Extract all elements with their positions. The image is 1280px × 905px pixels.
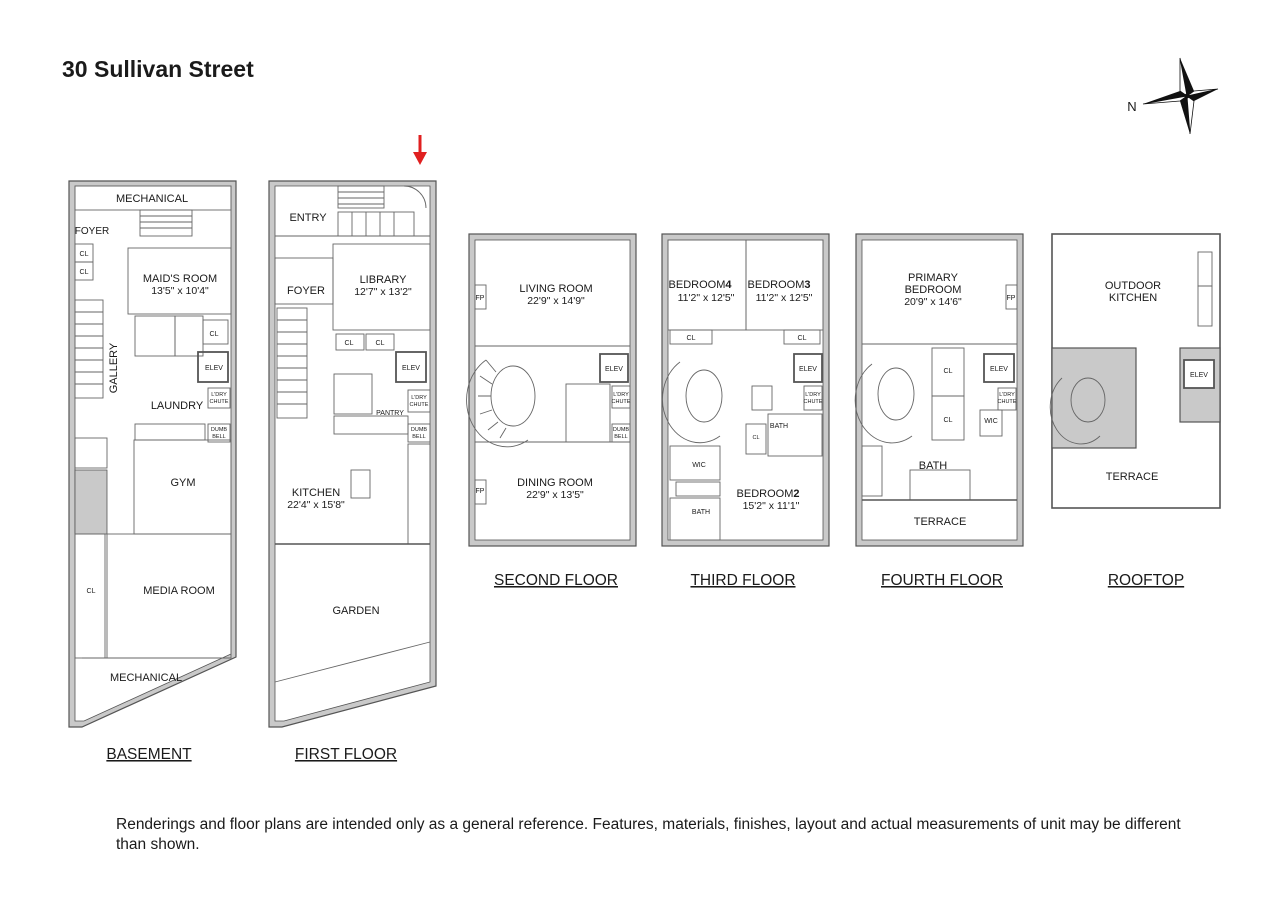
third-cl-2: CL [798, 335, 807, 342]
compass-label: N [1127, 99, 1136, 114]
fourth-terrace: TERRACE [914, 516, 967, 528]
fourth-fp: FP [1007, 295, 1016, 302]
first-cl-2: CL [376, 340, 385, 347]
fourth-wic: WIC [984, 418, 998, 425]
fourth-bath: BATH [919, 460, 948, 472]
floor-label-first: FIRST FLOOR [295, 746, 397, 763]
floor-label-rooftop: ROOFTOP [1108, 572, 1184, 589]
second-elev: ELEV [605, 366, 623, 373]
disclaimer-text: Renderings and floor plans are intended … [116, 816, 1181, 853]
third-cl-1: CL [687, 335, 696, 342]
basement-foyer: FOYER [75, 226, 109, 237]
second-living-room: LIVING ROOM [519, 283, 592, 295]
third-bedroom3-dim: 11'2" x 12'5" [756, 292, 813, 304]
third-wic: WIC [692, 462, 706, 469]
first-library: LIBRARY [360, 274, 408, 286]
basement-cl-maid: CL [210, 331, 219, 338]
basement-gallery: GALLERY [108, 342, 120, 393]
third-bedroom3-b: 3 [804, 279, 810, 291]
basement-plan [68, 180, 237, 728]
first-entry: ENTRY [289, 212, 327, 224]
basement-laundry: LAUNDRY [151, 400, 204, 412]
second-living-room-dim: 22'9" x 14'9" [527, 295, 585, 307]
floor-label-basement: BASEMENT [106, 746, 192, 763]
first-ldry-chute-2: CHUTE [410, 402, 429, 408]
fourth-cl-1: CL [944, 368, 953, 375]
first-elev: ELEV [402, 365, 420, 372]
floor-label-second: SECOND FLOOR [494, 572, 618, 589]
rooftop-elev: ELEV [1190, 372, 1208, 379]
first-garden: GARDEN [332, 605, 379, 617]
basement-dumb-2: BELL [212, 434, 225, 440]
third-bedroom2-dim: 15'2" x 11'1" [743, 500, 800, 512]
third-bedroom2-a: BEDROOM [737, 488, 794, 500]
basement-ldry-chute-2: CHUTE [210, 399, 229, 405]
second-ldry-chute-1: L'DRY [613, 392, 629, 398]
basement-mechanical-bottom: MECHANICAL [110, 672, 182, 684]
page-title: 30 Sullivan Street [62, 56, 254, 82]
third-bath-1: BATH [770, 423, 788, 430]
third-ldry-chute-2: CHUTE [804, 399, 823, 405]
fourth-primary-1: PRIMARY [908, 272, 959, 284]
basement-maids-room-dim: 13'5" x 10'4" [151, 285, 209, 297]
fourth-ldry-chute-1: L'DRY [999, 392, 1015, 398]
fourth-elev: ELEV [990, 366, 1008, 373]
second-fp-2: FP [476, 488, 485, 495]
basement-cl-1: CL [80, 251, 89, 258]
third-bedroom4-a: BEDROOM [669, 279, 726, 291]
rooftop-terrace: TERRACE [1106, 471, 1159, 483]
second-ldry-chute-2: CHUTE [612, 399, 631, 405]
basement-media-room: MEDIA ROOM [143, 585, 215, 597]
floor-label-fourth: FOURTH FLOOR [881, 572, 1003, 589]
basement-maids-room: MAID'S ROOM [143, 273, 217, 285]
second-dining-room-dim: 22'9" x 13'5" [526, 489, 584, 501]
third-bedroom4-label: BEDROOM4 [669, 279, 733, 291]
first-dumb-1: DUMB [411, 427, 428, 433]
second-dumb-2: BELL [614, 434, 627, 440]
third-bedroom2-label: BEDROOM2 [737, 488, 800, 500]
fourth-primary-2: BEDROOM [905, 284, 962, 296]
basement-elev: ELEV [205, 365, 223, 372]
first-ldry-chute-1: L'DRY [411, 395, 427, 401]
third-cl-3: CL [752, 435, 759, 441]
second-dining-room: DINING ROOM [517, 477, 593, 489]
third-elev: ELEV [799, 366, 817, 373]
basement-mechanical-top: MECHANICAL [116, 193, 188, 205]
first-kitchen-dim: 22'4" x 15'8" [287, 499, 345, 511]
third-bedroom3-a: BEDROOM [748, 279, 805, 291]
fourth-cl-2: CL [944, 417, 953, 424]
fourth-floor-plan [854, 233, 1024, 547]
rooftop-outdoor-1: OUTDOOR [1105, 280, 1161, 292]
first-library-dim: 12'7" x 13'2" [354, 286, 412, 298]
third-bedroom4-dim: 11'2" x 12'5" [678, 292, 735, 304]
second-dumb-1: DUMB [613, 427, 630, 433]
rooftop-plan [1049, 233, 1221, 509]
second-floor-plan [466, 233, 637, 547]
red-arrow-down-icon [413, 135, 427, 165]
compass-rose-icon [1142, 57, 1219, 135]
second-fp-1: FP [476, 295, 485, 302]
rooftop-outdoor-2: KITCHEN [1109, 292, 1157, 304]
basement-cl-media: CL [87, 588, 96, 595]
basement-dumb-1: DUMB [211, 427, 228, 433]
third-bedroom2-b: 2 [793, 488, 799, 500]
fourth-ldry-chute-2: CHUTE [998, 399, 1017, 405]
third-bath-2: BATH [692, 509, 710, 516]
first-cl-1: CL [345, 340, 354, 347]
floor-label-third: THIRD FLOOR [690, 572, 795, 589]
first-pantry: PANTRY [376, 410, 404, 417]
first-kitchen: KITCHEN [292, 487, 340, 499]
first-dumb-2: BELL [412, 434, 425, 440]
basement-cl-2: CL [80, 269, 89, 276]
first-floor-plan [268, 180, 437, 728]
third-bedroom3-label: BEDROOM3 [748, 279, 811, 291]
third-floor-plan [661, 233, 830, 547]
fourth-primary-dim: 20'9" x 14'6" [904, 296, 962, 308]
first-foyer: FOYER [287, 285, 325, 297]
third-ldry-chute-1: L'DRY [805, 392, 821, 398]
basement-gym: GYM [170, 477, 195, 489]
third-bedroom4-b: 4 [725, 279, 732, 291]
basement-ldry-chute-1: L'DRY [211, 392, 227, 398]
